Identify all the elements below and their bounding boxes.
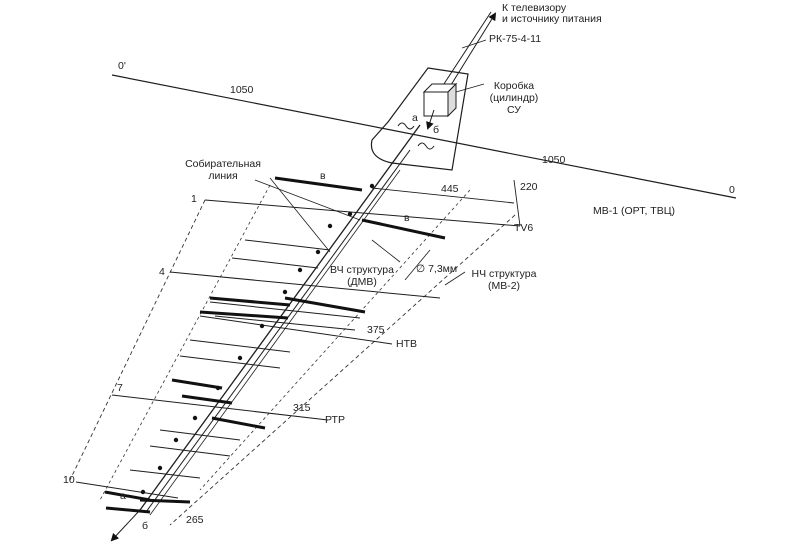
label-to-tv: К телевизору [502,2,567,14]
leader-lines [254,177,466,286]
label-axis-start: 0' [118,60,126,72]
label-lf-2: (МВ-2) [487,280,521,292]
lf-envelope-right [169,214,516,526]
elem-line-4 [169,271,441,299]
box-cube-side [447,82,457,118]
label-point-a-top: а [412,112,418,124]
label-point-a-bot: а [120,490,126,502]
label-point-b-bot: б [142,520,149,532]
dim-220-line [513,179,521,227]
label-box-3: СУ [507,104,521,116]
elem-line-7 [111,394,329,421]
elem-line-ntv [199,315,393,345]
boom-line-2 [145,149,411,513]
label-dim-1050-right: 1050 [542,154,566,166]
label-tv6: TV6 [514,222,534,234]
label-hf-1: ВЧ структура [330,264,394,276]
connector-a-top [397,122,415,130]
label-point-v-2: в [404,212,410,224]
lf-envelope-left [69,199,206,481]
label-hf-2: (ДМВ) [347,276,377,288]
label-box-2: (цилиндр) [489,92,539,104]
cable-leader [461,39,487,49]
label-elem-1: 1 [191,193,197,205]
coax-cable [439,11,492,91]
label-dim-445: 445 [441,183,459,195]
dim-445-line [371,187,515,204]
label-point-b-top: б [433,124,440,136]
label-elem-4: 4 [159,266,165,278]
label-box-1: Коробка [493,80,535,92]
dipole-elements [104,176,446,514]
label-dim-220: 220 [520,181,538,193]
label-point-v-1: в [320,170,326,182]
label-mv1: МВ-1 (ОРТ, ТВЦ) [593,205,675,217]
hf-envelope-left [99,184,271,501]
label-dim-1050-left: 1050 [230,84,254,96]
label-rtr: РТР [325,414,345,426]
label-elem-7: 7 [117,382,123,394]
hf-envelope-right [199,189,471,491]
label-to-power: и источнику питания [502,13,602,25]
box-leader [455,83,485,93]
label-dim-315: 315 [293,402,311,414]
label-collecting-2: линия [208,170,238,182]
connection-dots [140,183,375,495]
label-axis-end: 0 [729,184,735,196]
axis-line-mv1 [111,74,737,199]
bottom-arrow [110,509,141,542]
label-diameter: ∅ 7,3мм [416,263,458,275]
connector-right [417,142,435,150]
label-lf-1: НЧ структура [471,268,537,280]
box-cube-front [423,91,449,117]
box-arrow-down [426,109,435,130]
label-dim-375: 375 [367,324,385,336]
coax-cable-2 [445,12,497,94]
label-ntv: НТВ [396,338,417,350]
boom-line-3 [149,169,401,516]
elem-line-10 [75,481,179,499]
elem-line-1 [204,199,521,227]
label-collecting-1: Собирательная [185,158,261,170]
rungs [129,239,361,479]
box-cylinder [370,67,469,171]
label-cable: РК-75-4-11 [489,33,542,45]
label-elem-10: 10 [63,474,75,486]
label-dim-265: 265 [186,514,204,526]
